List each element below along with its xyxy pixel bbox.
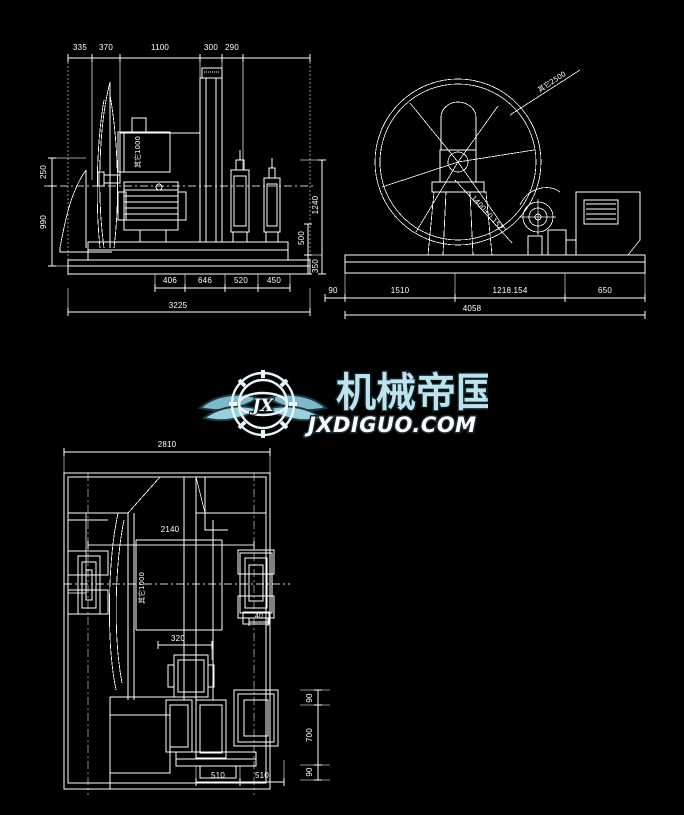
dim-label: 90: [305, 693, 314, 703]
dim-label: 90: [328, 286, 338, 295]
front-view-base-frame: [67, 259, 311, 275]
dim-label: 1510: [391, 286, 410, 295]
front-view-motor: [97, 171, 187, 243]
dim-label: 1100: [151, 43, 169, 52]
front-view-right-dimension-chain: [300, 159, 326, 275]
side-view-control-box: [527, 191, 641, 256]
side-view-pulley: [519, 187, 561, 235]
plan-view-internal-dimension-320: [157, 641, 213, 660]
dim-label: 510: [211, 771, 225, 780]
dim-label: 3225: [169, 301, 188, 310]
dim-label: 2810: [158, 440, 177, 449]
front-view-cylinders: [230, 150, 281, 243]
dim-label: 300: [204, 43, 218, 52]
dim-label: 1240: [311, 195, 320, 214]
dim-label: 90: [305, 767, 314, 777]
plan-view-top-dimension: [63, 448, 271, 475]
front-view-machine-bed: [87, 241, 289, 261]
plan-view-lower-assembly: [109, 654, 279, 789]
front-view-tall-stack: [199, 67, 223, 243]
dim-label: 335: [73, 43, 87, 52]
dim-label: 40: [255, 613, 263, 620]
dim-label: 650: [598, 286, 612, 295]
dim-label: 350: [311, 259, 320, 273]
dim-label: 406: [163, 276, 177, 285]
front-view-deck: [119, 132, 200, 175]
plan-view-top-blocks: [67, 476, 267, 531]
dim-label: 290: [225, 43, 239, 52]
plan-view-impeller: [109, 512, 135, 700]
plan-view-right-dimension-chain: [300, 689, 330, 781]
side-elevation-view: [324, 69, 646, 319]
front-view-bottom-dimension-chain: [67, 274, 311, 316]
dim-label: 1218.154: [493, 286, 528, 295]
front-view-center-column: [117, 117, 171, 173]
dim-label: 646: [198, 276, 212, 285]
front-view-flywheel-edge: [59, 81, 118, 253]
dim-label: 990: [39, 215, 48, 229]
side-view-base-slab: [344, 254, 646, 274]
dim-label: 700: [305, 728, 314, 742]
plan-view-internal-dimension-40: [248, 618, 269, 626]
internal-label: 其它1000: [133, 136, 142, 168]
plan-view-right-bearings: [237, 549, 275, 625]
plan-view-drum: [135, 513, 223, 700]
side-view-leader-lines: [454, 69, 581, 244]
dim-label: 4058: [463, 304, 482, 313]
plan-top-view: [63, 448, 330, 795]
plan-view-internal-dimension-2140: [87, 541, 255, 549]
internal-label: 其它1000: [137, 572, 146, 604]
dim-label: 250: [39, 165, 48, 179]
dim-label: 520: [234, 276, 248, 285]
dim-label: 370: [99, 43, 113, 52]
dim-label: 510: [255, 771, 269, 780]
plan-view-outer-plate: [63, 472, 271, 790]
side-view-bottom-dimension-chain: [324, 273, 646, 319]
front-view-left-dimension-chain: [48, 157, 86, 267]
leader-label: 其它2500: [536, 69, 568, 94]
side-view-large-wheel: [374, 78, 542, 246]
dim-label: 320: [171, 634, 185, 643]
side-view-pedestal: [427, 101, 493, 256]
front-elevation-view: [44, 54, 326, 316]
plan-view-bottom-dimension-chain: [195, 760, 285, 786]
dim-label: 500: [297, 231, 306, 245]
dim-label: 450: [267, 276, 281, 285]
dim-label: 2140: [161, 525, 180, 534]
